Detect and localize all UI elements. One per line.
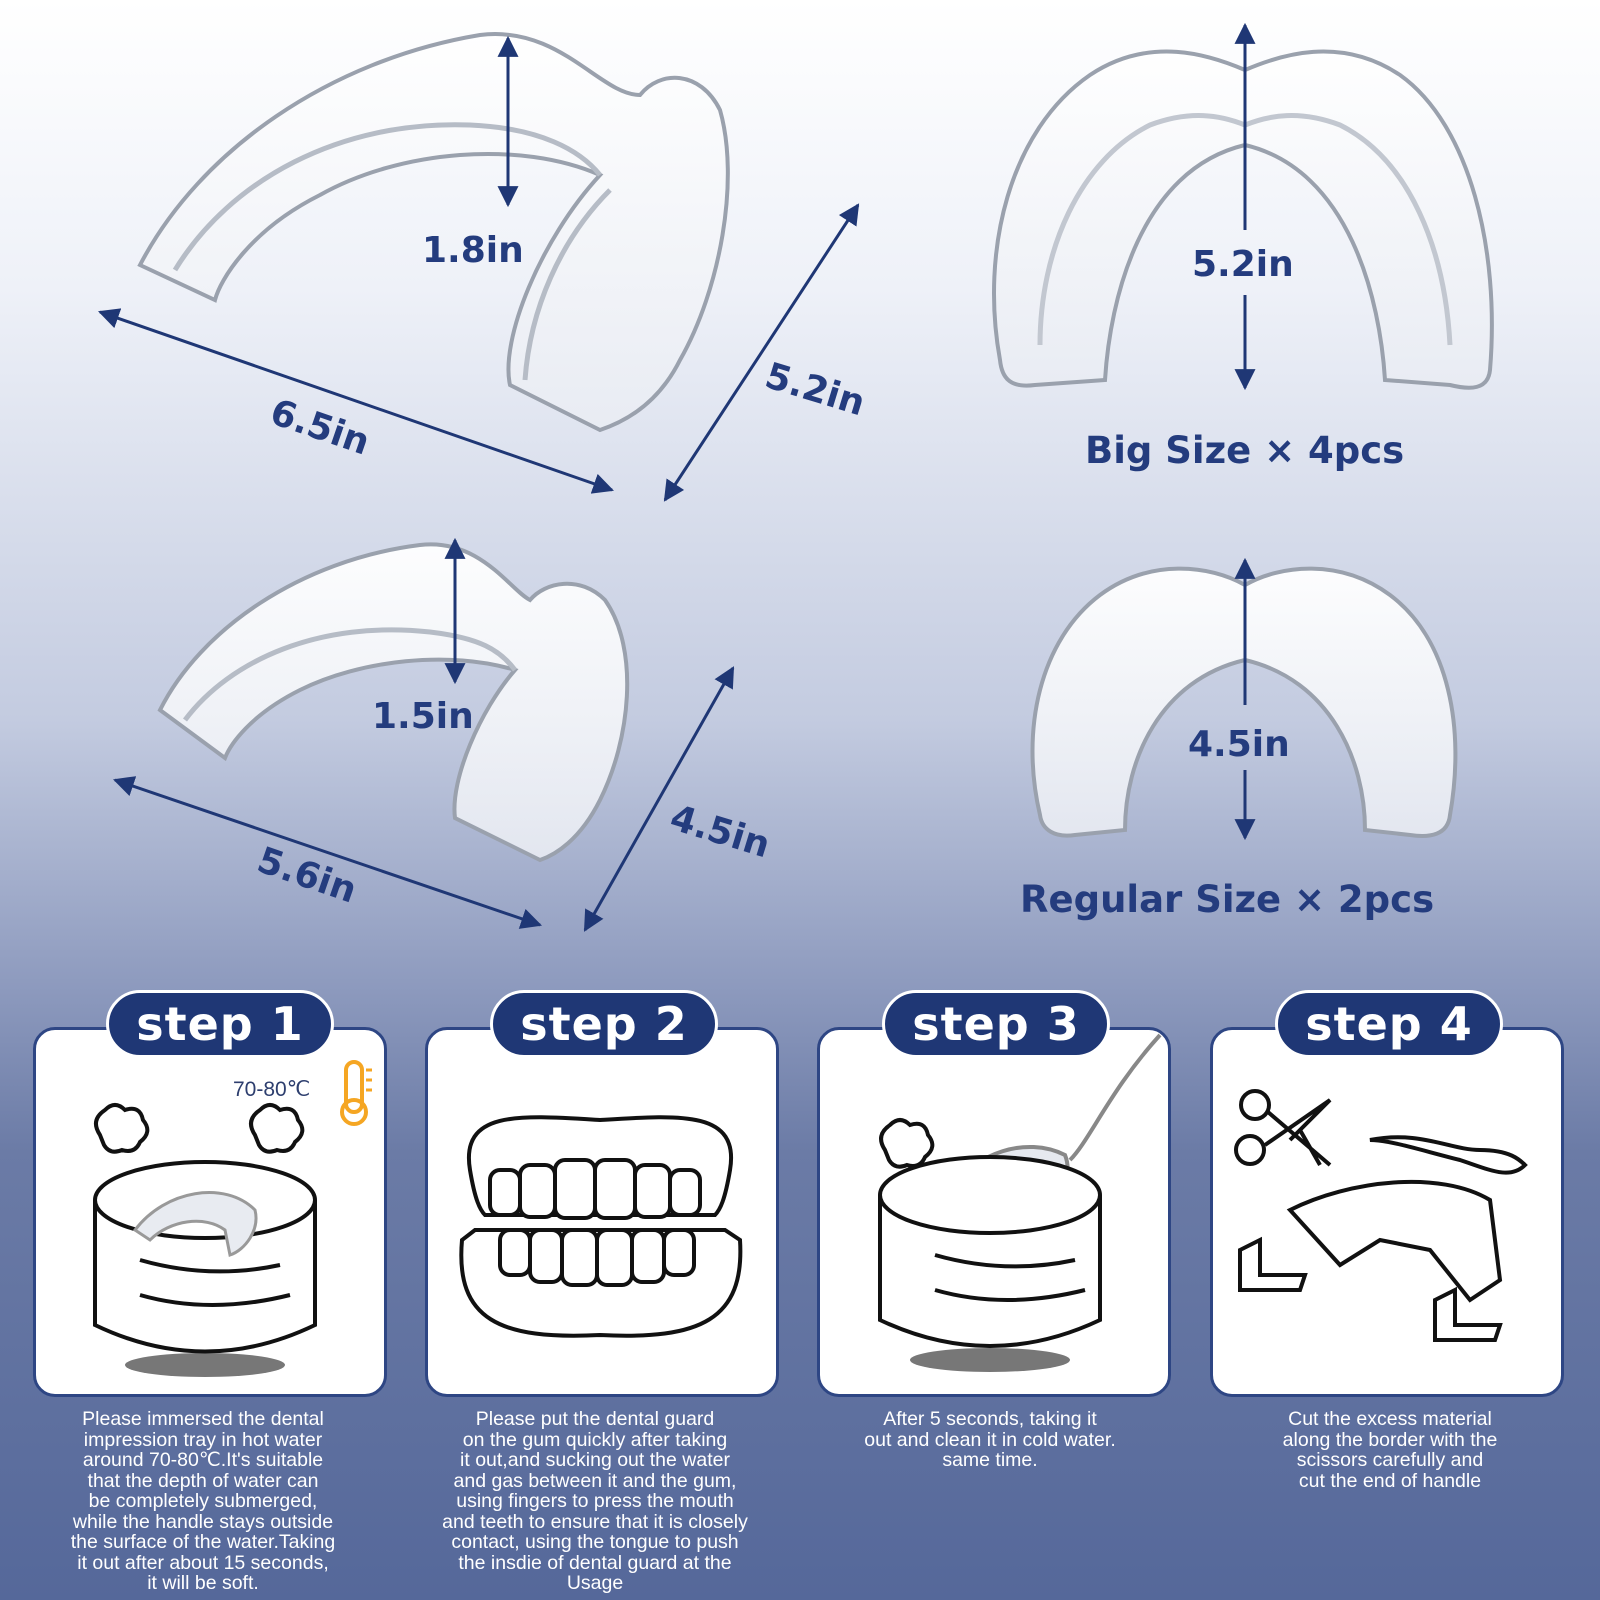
big-size-label: Big Size × 4pcs [1085, 429, 1404, 472]
regular-guard-front-icon [1030, 566, 1458, 838]
steam-icon [94, 1103, 305, 1154]
steam-icon-2 [879, 1118, 935, 1169]
thermometer-icon [340, 1060, 372, 1126]
pot-icon-2 [878, 1155, 1102, 1372]
step4-title: step 4 [1275, 990, 1503, 1058]
step3-description: After 5 seconds, taking it out and clean… [864, 1408, 1116, 1471]
step3-title: step 3 [882, 990, 1110, 1058]
step1-description: Please immersed the dental impression tr… [70, 1408, 336, 1594]
regular-height-label: 1.5in [372, 696, 474, 737]
step4-card [1210, 1027, 1564, 1397]
step1-title: step 1 [106, 990, 334, 1058]
teeth-icon [459, 1115, 743, 1338]
regular-width-arrow [583, 666, 735, 932]
regular-front-width-label: 4.5in [1188, 724, 1290, 765]
trimmed-guard-icon [1238, 1135, 1528, 1342]
step2-title: step 2 [490, 990, 718, 1058]
pot-icon [93, 1160, 317, 1377]
big-height-label: 1.8in [422, 230, 524, 271]
temperature-label: 70-80℃ [233, 1078, 311, 1101]
regular-size-label: Regular Size × 2pcs [1020, 878, 1434, 921]
scissors-icon [1234, 1089, 1332, 1167]
big-length-arrow [98, 308, 614, 494]
step2-description: Please put the dental guard on the gum q… [442, 1408, 748, 1594]
regular-length-arrow [113, 776, 542, 929]
step4-description: Cut the excess material along the border… [1282, 1408, 1498, 1492]
big-front-width-label: 5.2in [1192, 244, 1294, 285]
big-width-arrow [663, 203, 860, 502]
